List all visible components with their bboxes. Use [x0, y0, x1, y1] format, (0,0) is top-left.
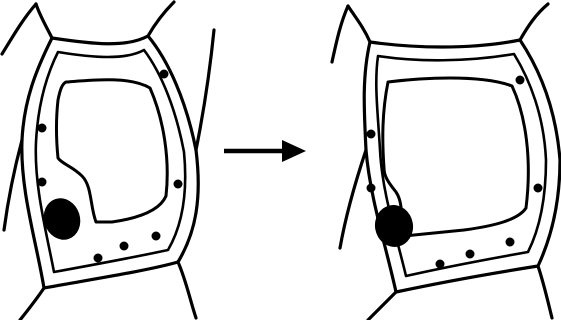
cell-before — [2, 2, 214, 320]
chloroplast — [506, 238, 515, 247]
chloroplast — [466, 250, 475, 259]
nucleus — [38, 193, 85, 244]
chloroplast — [120, 242, 129, 251]
central-vacuole — [57, 80, 168, 222]
neighbor-wall-top-right — [520, 4, 548, 40]
neighbor-wall-top-left — [36, 4, 52, 38]
neighbor-wall-bottom-right — [178, 262, 196, 318]
neighbor-wall-bottom-left — [368, 292, 396, 320]
neighbor-wall-top-left-2 — [332, 6, 348, 62]
chloroplast — [436, 260, 445, 269]
neighbor-wall-left-side — [4, 140, 22, 230]
neighbor-wall-left-side — [340, 150, 366, 248]
chloroplast — [534, 184, 543, 193]
arrow-right-icon — [224, 140, 306, 162]
chloroplast — [174, 180, 183, 189]
neighbor-wall-bottom-right — [538, 266, 552, 318]
neighbor-wall-top-right — [148, 2, 174, 36]
chloroplast — [38, 124, 47, 133]
chloroplast — [160, 70, 169, 79]
chloroplast — [367, 184, 376, 193]
neighbor-wall-bottom-left — [20, 288, 44, 320]
chloroplast — [94, 254, 103, 263]
neighbor-wall-right-side — [196, 30, 214, 150]
chloroplast — [38, 178, 47, 187]
chloroplast — [367, 130, 376, 139]
chloroplast — [516, 76, 525, 85]
chloroplast — [152, 232, 161, 241]
cell-after — [332, 4, 560, 320]
neighbor-wall-top-left-2 — [2, 4, 36, 54]
neighbor-wall-top-left — [348, 6, 370, 42]
